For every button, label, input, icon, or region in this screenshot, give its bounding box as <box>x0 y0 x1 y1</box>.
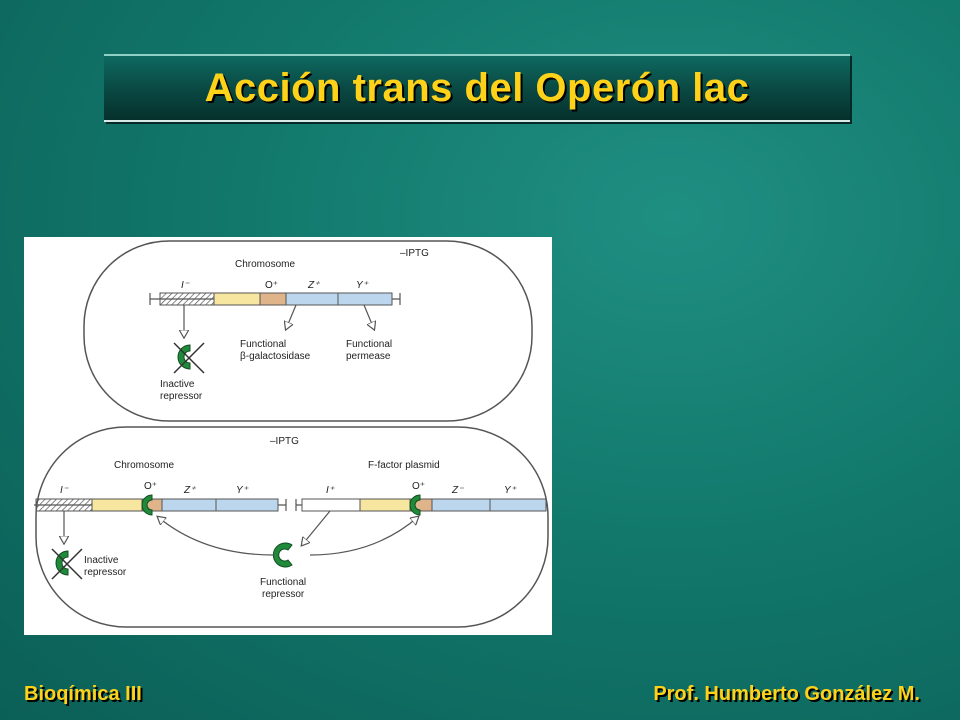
top-i-gene <box>159 292 215 306</box>
top-functional-perm-label: Functional <box>346 339 392 350</box>
bottom-inactive-repressor-icon <box>51 548 83 580</box>
bottom-chrom-z-gene <box>161 498 217 512</box>
bottom-plasmid-o-label: O⁺ <box>412 481 425 492</box>
bottom-plasmid-z-gene <box>431 498 491 512</box>
top-z-arrow <box>286 304 297 329</box>
functional-repressor-icon <box>272 542 293 568</box>
top-permease-label: permease <box>346 351 391 362</box>
bottom-chrom-y-label: Y⁺ <box>236 485 249 496</box>
bottom-chrom-bound-repressor-icon <box>141 494 153 516</box>
bottom-plasmid-i-gene <box>301 498 361 512</box>
functional-repressor-label: repressor <box>262 589 305 600</box>
top-cell-outline <box>83 240 533 422</box>
bottom-plasmid-i-arrow <box>302 510 331 545</box>
slide-title: Acción trans del Operón lac <box>204 65 750 110</box>
footer-course: Bioqímica III <box>24 683 142 705</box>
bottom-plasmid-z-label: Z⁻ <box>451 485 464 496</box>
functional-label: Functional <box>260 577 306 588</box>
top-y-arrow <box>363 304 374 329</box>
bottom-chromosome-strand <box>34 494 287 516</box>
top-gene-y-label: Y⁺ <box>356 280 369 291</box>
bottom-plasmid-y-gene <box>489 498 547 512</box>
top-gene-o-label: O⁺ <box>265 280 278 291</box>
top-gene-i-label: I⁻ <box>181 280 190 291</box>
lac-operon-figure: –IPTG Chromosome I⁻ O⁺ Z⁺ Y⁺ Inactive re… <box>24 237 552 635</box>
bottom-chrom-promoter <box>91 498 143 512</box>
bottom-chrom-i-gene <box>35 498 93 512</box>
bottom-chrom-z-label: Z⁺ <box>183 485 196 496</box>
top-gene-z-label: Z⁺ <box>307 280 320 291</box>
bottom-chromosome-label: Chromosome <box>114 460 174 471</box>
top-inactive-label: Inactive <box>160 379 195 390</box>
top-z-gene <box>285 292 339 306</box>
bottom-plasmid-promoter <box>359 498 411 512</box>
top-inactive-repressor-icon <box>173 342 205 374</box>
bottom-inactive-label: Inactive <box>84 555 119 566</box>
title-banner: Acción trans del Operón lac <box>104 54 850 122</box>
top-functional-beta-label: Functional <box>240 339 286 350</box>
bottom-cell-outline <box>35 426 549 628</box>
top-promoter <box>213 292 261 306</box>
top-y-gene <box>337 292 393 306</box>
top-repressor-label: repressor <box>160 391 203 402</box>
top-dna-strand <box>149 292 401 306</box>
bottom-plasmid-i-label: I⁺ <box>326 485 335 496</box>
bottom-repressor-label: repressor <box>84 567 127 578</box>
bottom-plasmid-strand <box>295 494 548 516</box>
top-chromosome-label: Chromosome <box>235 259 295 270</box>
repressor-to-plasmid-arrow <box>309 517 418 556</box>
top-beta-gal-label: β-galactosidase <box>240 351 311 362</box>
bottom-plasmid-bound-repressor-icon <box>409 494 421 516</box>
bottom-chrom-o-label: O⁺ <box>144 481 157 492</box>
bottom-plasmid-label: F-factor plasmid <box>368 460 440 471</box>
bottom-chrom-y-gene <box>215 498 279 512</box>
bottom-plasmid-y-label: Y⁺ <box>504 485 517 496</box>
bottom-condition-label: –IPTG <box>270 436 299 447</box>
bottom-chrom-i-label: I⁻ <box>60 485 69 496</box>
top-operator <box>259 292 287 306</box>
repressor-to-chrom-arrow <box>158 517 275 556</box>
top-condition-label: –IPTG <box>400 248 429 259</box>
footer-author: Prof. Humberto González M. <box>653 683 920 705</box>
operon-diagram: –IPTG Chromosome I⁻ O⁺ Z⁺ Y⁺ Inactive re… <box>34 240 549 628</box>
